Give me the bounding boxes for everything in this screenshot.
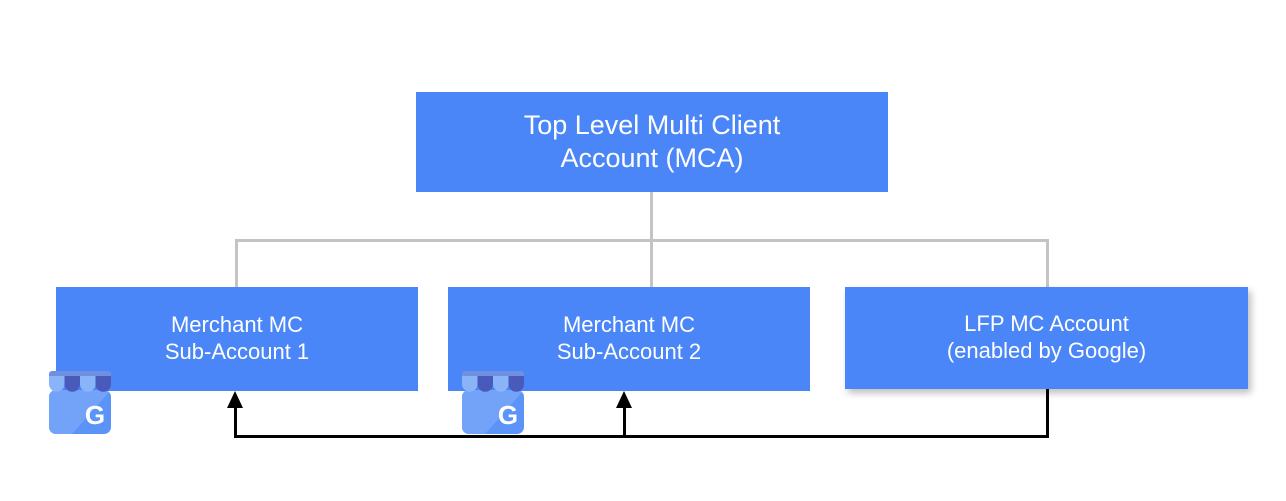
connector-drop-sub1 <box>235 239 238 289</box>
feedback-line-to-sub1 <box>234 404 237 437</box>
storefront-letter-g: G <box>85 400 105 430</box>
connector-horizontal-bus <box>235 239 1049 242</box>
google-my-business-storefront-icon: G <box>42 368 118 434</box>
storefront-letter-g: G <box>498 400 518 430</box>
feedback-line-horizontal <box>234 435 1049 438</box>
connector-drop-lfp <box>1046 239 1049 289</box>
node-top-level-mca-label: Top Level Multi Client Account (MCA) <box>523 110 781 173</box>
node-lfp-mc-account-label: LFP MC Account (enabled by Google) <box>946 311 1147 363</box>
feedback-line-to-sub2 <box>623 404 626 437</box>
node-lfp-mc-account[interactable]: LFP MC Account (enabled by Google) <box>845 287 1248 389</box>
node-top-level-mca[interactable]: Top Level Multi Client Account (MCA) <box>416 92 888 192</box>
arrowhead-to-sub1-icon <box>227 391 243 408</box>
arrowhead-to-sub2-icon <box>616 391 632 408</box>
google-my-business-storefront-icon: G <box>455 368 531 434</box>
connector-root-stem <box>650 190 653 242</box>
node-merchant-sub-account-1-label: Merchant MC Sub-Account 1 <box>164 312 310 364</box>
connector-drop-sub2 <box>650 239 653 289</box>
feedback-line-from-lfp <box>1046 389 1049 438</box>
node-merchant-sub-account-2-label: Merchant MC Sub-Account 2 <box>556 312 702 364</box>
node-merchant-sub-account-1[interactable]: Merchant MC Sub-Account 1 <box>56 287 418 391</box>
